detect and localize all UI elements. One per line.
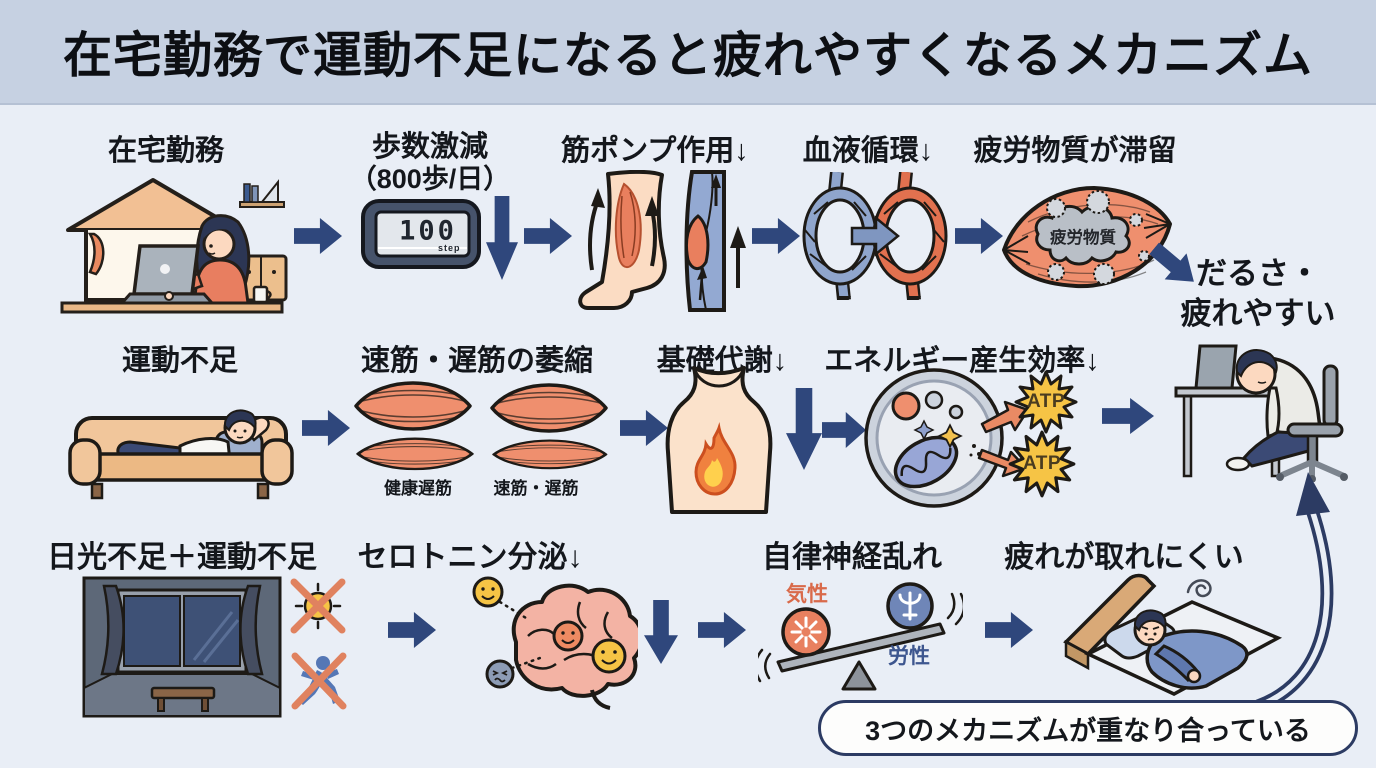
label-outcome-line2: 疲れやすい: [1180, 296, 1336, 331]
summary-bubble: 3つのメカニズムが重なり合っている: [818, 700, 1358, 756]
dark-room-icon: [82, 576, 282, 718]
resting-on-couch-icon: [68, 409, 294, 500]
brain-serotonin-icon: [472, 576, 638, 710]
label-fatigue-substance: 疲労物質が滞留: [973, 135, 1177, 167]
fatigue-substance-cloud: [1034, 204, 1131, 266]
flow-arrow: [1102, 398, 1154, 434]
flow-arrow: [985, 612, 1033, 648]
decrease-arrow: [486, 196, 518, 280]
flow-arrow: [524, 218, 572, 254]
label-outcome-line1: だるさ・: [1196, 256, 1320, 291]
laptop-icon: [1194, 344, 1238, 390]
substance-particles: [1046, 190, 1150, 285]
cell-atp-icon: [864, 368, 1078, 508]
atp-label-top: ATP: [1026, 391, 1066, 412]
flow-arrow: [698, 612, 746, 648]
autonomic-balance-icon: [758, 582, 963, 691]
atp-label-bottom: ATP: [1022, 453, 1062, 474]
flow-arrow: [955, 218, 1003, 254]
office-chair: [1276, 364, 1348, 482]
flow-arrow: [302, 410, 350, 446]
seesaw-beam: [776, 622, 946, 673]
fulcrum: [841, 660, 877, 691]
atp-release-arrows: [977, 400, 1030, 478]
fatigued-muscle-icon: [1002, 186, 1172, 289]
label-steps-per-day: （800歩/日）: [349, 164, 511, 194]
laptop-icon: [118, 244, 216, 305]
pedometer-value: 100: [399, 215, 457, 247]
decrease-arrow: [644, 600, 678, 664]
cell-icon: [864, 368, 1004, 508]
page-title: 在宅勤務で運動不足になると疲れやすくなるメカニズム: [62, 29, 1313, 83]
sympathetic-ball: [781, 607, 831, 657]
label-poor-recovery: 疲れが取れにくい: [1004, 541, 1244, 574]
up-arrow-icon: [730, 226, 746, 288]
serotonin-face-outer-happy: [472, 576, 504, 608]
muscle-pump-legs-icon: [578, 170, 746, 312]
flow-arrow: [294, 218, 342, 254]
serotonin-face-inner-yellow: [591, 638, 627, 674]
summary-bubble-text: 3つのメカニズムが重なり合っている: [865, 715, 1311, 746]
blood-circulation-icon: [802, 172, 948, 300]
sympathetic-label: 気性: [786, 583, 828, 606]
vein-loop: [802, 172, 878, 300]
label-serotonin: セロトニン分泌↓: [357, 541, 583, 574]
label-atrophy: 速筋・遅筋の萎縮: [360, 345, 594, 377]
vein: [684, 170, 726, 312]
blanket: [1145, 629, 1249, 690]
curtains: [100, 584, 264, 676]
caption-fast-slow-muscle: 速筋・遅筋: [493, 479, 579, 498]
label-autonomic: 自律神経乱れ: [762, 541, 942, 574]
label-no-sunlight: 日光不足＋運動不足: [47, 541, 317, 574]
basal-metabolism-torso-icon: [665, 366, 773, 514]
sleepless-person: [1133, 609, 1202, 684]
label-circulation: 血液循環↓: [802, 135, 934, 167]
muscle-atrophy-icon: [354, 381, 608, 471]
calf-leg: [578, 170, 667, 310]
caption-healthy-muscle: 健康遅筋: [384, 479, 452, 498]
serotonin-face-sad: [485, 659, 515, 689]
label-steps-drop: 歩数激減: [371, 131, 489, 163]
title-banner: 在宅勤務で運動不足になると疲れやすくなるメカニズム: [0, 0, 1376, 105]
parasympathetic-ball: [886, 582, 934, 630]
pedometer-unit: step: [438, 243, 461, 253]
shelf-icon: [239, 179, 285, 208]
flow-direction-arrow: [850, 215, 900, 257]
fatigue-substance-cloud-label: 疲労物質: [1050, 229, 1116, 247]
label-energy-efficiency: エネルギー産生効率↓: [824, 345, 1100, 377]
exhausted-worker-icon: [1174, 344, 1348, 482]
mug-icon: [252, 285, 272, 304]
flow-arrow: [388, 612, 436, 648]
combined-mechanisms-arrow: [1255, 472, 1334, 713]
distress-swirl-icon: [1186, 579, 1212, 598]
serotonin-face-inner-orange: [552, 620, 584, 652]
label-inactivity: 運動不足: [121, 345, 239, 377]
flow-arrow: [752, 218, 800, 254]
atp-bursts: [1008, 370, 1078, 498]
work-from-home-icon: [60, 178, 288, 314]
no-exercise-icon: [291, 652, 347, 710]
pedometer-icon: [361, 199, 481, 269]
decrease-arrow: [786, 388, 822, 470]
window: [116, 588, 248, 674]
label-muscle-pump: 筋ポンプ作用↓: [561, 135, 749, 167]
flow-arrow: [620, 410, 668, 446]
low-table: [150, 686, 216, 712]
restless-sleep-icon: [1063, 573, 1283, 696]
no-sunlight-icon: [290, 578, 346, 634]
slumped-person: [1225, 349, 1322, 472]
parasympathetic-label: 労性: [888, 645, 930, 668]
label-work-from-home: 在宅勤務: [107, 135, 225, 167]
